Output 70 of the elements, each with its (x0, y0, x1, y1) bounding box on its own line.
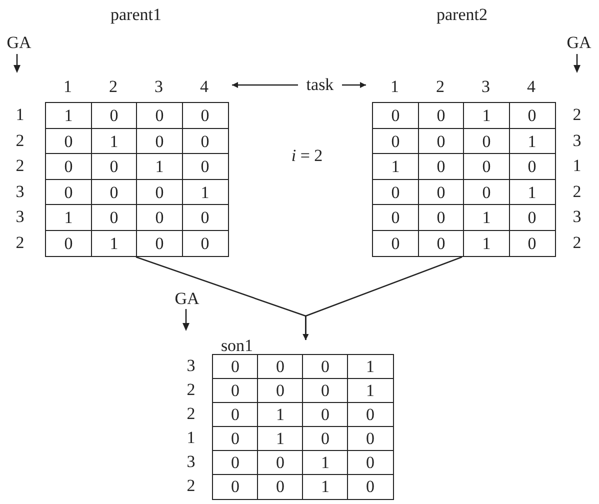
table-cell: 0 (182, 102, 228, 129)
row-number: 1 (572, 155, 582, 177)
column-number: 1 (62, 76, 73, 98)
table-cell: 0 (347, 426, 394, 452)
table-cell: 0 (347, 474, 394, 500)
table-cell: 1 (347, 354, 394, 380)
table-cell: 1 (463, 204, 510, 231)
table-cell: 0 (136, 102, 183, 129)
column-number: 4 (199, 76, 210, 98)
table-cell: 0 (257, 474, 304, 500)
table-cell: 0 (372, 230, 419, 256)
formula-text: i = 2 (290, 145, 324, 167)
arrow (342, 82, 366, 88)
row-number: 2 (572, 180, 582, 202)
table-cell: 0 (463, 153, 510, 180)
column-number: 1 (390, 76, 400, 98)
table-cell: 1 (45, 102, 92, 129)
table-cell: 0 (212, 474, 258, 500)
table-cell: 0 (136, 204, 183, 231)
matrix-title: son1 (220, 336, 254, 356)
column-number: 4 (526, 76, 536, 98)
table-cell: 0 (508, 153, 556, 180)
table-cell: 0 (45, 230, 92, 256)
matrix-title: parent2 (436, 4, 488, 26)
row-number: 2 (572, 104, 582, 126)
table-cell: 0 (508, 102, 556, 129)
task-label: task (305, 74, 335, 96)
axis-label: GA (6, 34, 32, 52)
column-number: 3 (154, 76, 164, 98)
table-cell: 0 (136, 230, 183, 256)
column-number: 3 (480, 76, 491, 98)
table-cell: 0 (508, 204, 556, 231)
row-number: 2 (14, 130, 26, 152)
row-number: 3 (186, 451, 196, 473)
axis-label: GA (566, 34, 592, 52)
table-cell: 0 (182, 204, 228, 231)
table-cell: 0 (45, 153, 92, 180)
table-cell: 0 (372, 204, 419, 231)
row-number: 2 (186, 475, 196, 497)
row-number: 2 (572, 232, 582, 254)
table-cell: 1 (347, 378, 394, 404)
row-number: 3 (186, 355, 196, 377)
table-cell: 0 (182, 153, 228, 180)
table-cell: 0 (347, 450, 394, 476)
table-cell: 1 (302, 474, 348, 500)
row-number: 3 (572, 130, 582, 152)
table-cell: 1 (372, 153, 419, 180)
row-number: 1 (186, 427, 196, 449)
row-number: 2 (186, 379, 196, 401)
table-cell: 0 (508, 230, 556, 256)
row-number: 3 (14, 180, 26, 202)
axis-label: GA (174, 290, 200, 308)
row-number: 1 (14, 104, 26, 126)
matrix-title: parent1 (110, 4, 162, 26)
row-number: 2 (186, 403, 196, 425)
table-cell: 0 (182, 230, 228, 256)
row-number: 3 (14, 206, 26, 228)
arrow (232, 82, 298, 88)
arrow (302, 256, 462, 340)
row-number: 3 (572, 206, 582, 228)
table-cell: 0 (372, 102, 419, 129)
column-number: 2 (435, 76, 446, 98)
row-number: 2 (14, 155, 26, 177)
table-cell: 1 (45, 204, 92, 231)
table-cell: 0 (347, 402, 394, 428)
table-cell: 1 (463, 102, 510, 129)
column-number: 2 (108, 76, 118, 98)
table-cell: 1 (136, 153, 183, 180)
row-number: 2 (14, 232, 26, 254)
table-cell: 1 (463, 230, 510, 256)
